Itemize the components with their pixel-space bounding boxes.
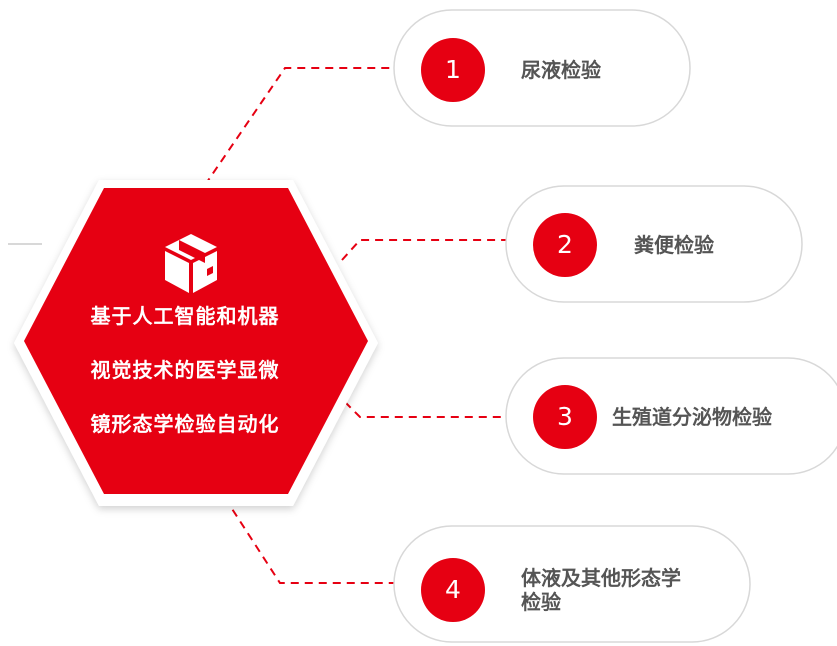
node-1-label: 尿液检验 — [521, 58, 601, 82]
node-3-circle — [533, 385, 597, 449]
box-icon — [165, 234, 217, 293]
node-3-pill — [505, 357, 837, 475]
connector-line-1 — [204, 67, 398, 186]
node-3[interactable] — [505, 357, 837, 475]
node-4-label-line-2: 检验 — [521, 590, 561, 614]
node-2-label: 粪便检验 — [634, 233, 714, 257]
node-2[interactable] — [505, 185, 803, 303]
center-title-line-1: 基于人工智能和机器 — [90, 304, 280, 328]
node-3-label: 生殖道分泌物检验 — [612, 405, 772, 429]
node-1-circle — [421, 38, 485, 102]
center-title-line-3: 镜形态学检验自动化 — [90, 412, 280, 436]
node-1[interactable] — [393, 9, 691, 127]
node-3-number: 3 — [557, 402, 573, 431]
connector-line-4 — [224, 497, 398, 584]
node-4[interactable] — [393, 525, 751, 643]
node-4-circle — [421, 558, 485, 622]
node-2-circle — [533, 213, 597, 277]
connector-line-2 — [341, 239, 510, 261]
node-1-number: 1 — [445, 55, 461, 84]
center-title-line-2: 视觉技术的医学显微 — [90, 358, 280, 382]
node-2-number: 2 — [557, 230, 573, 259]
connector-line-3 — [344, 401, 510, 418]
center-hexagon — [24, 188, 368, 494]
node-4-label-line-1: 体液及其他形态学 — [521, 566, 681, 590]
node-4-number: 4 — [445, 575, 461, 604]
node-4-pill — [393, 525, 751, 643]
